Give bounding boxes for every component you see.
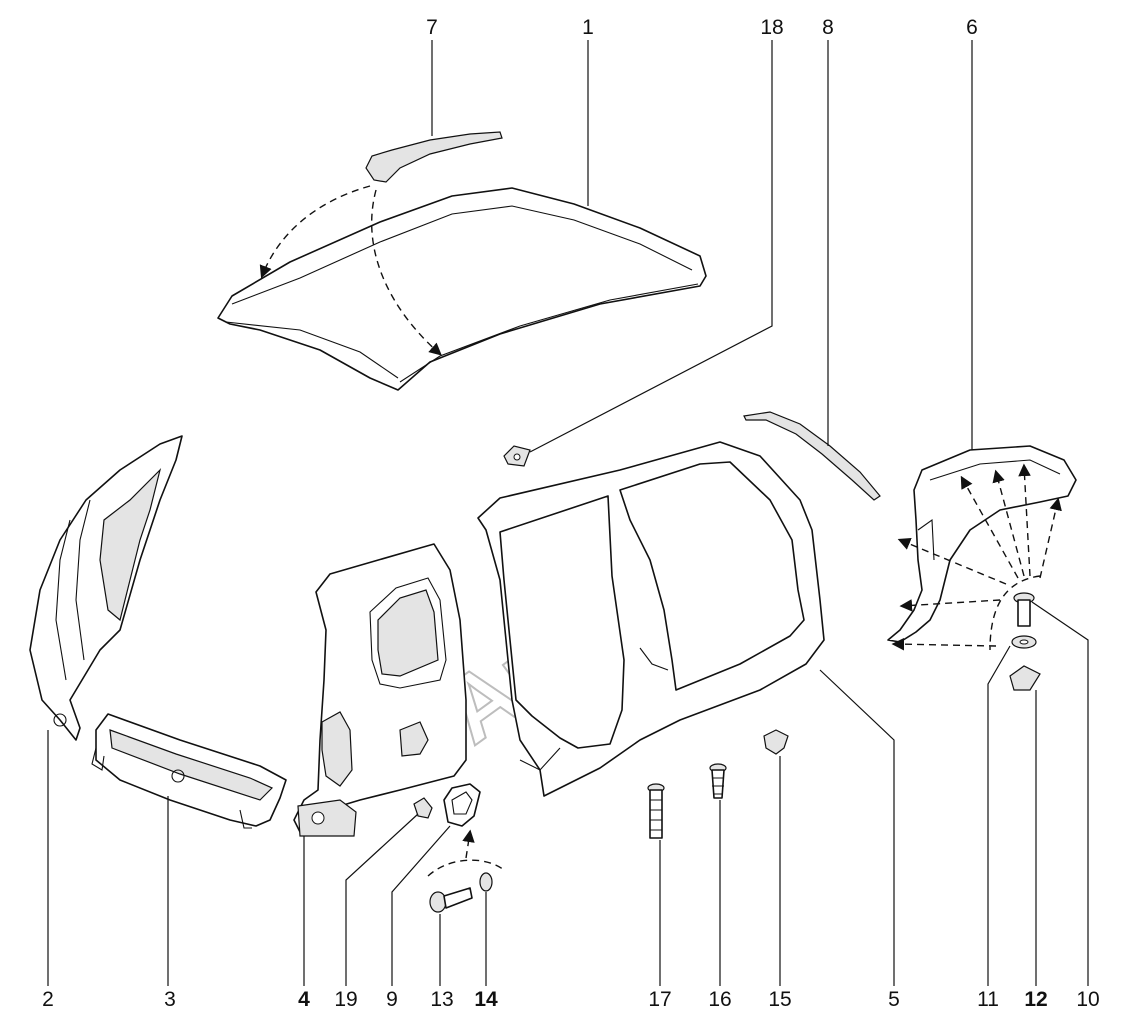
dashed-arc-13-14 xyxy=(427,859,505,877)
push-pin-16 xyxy=(709,763,727,799)
callout-9: 9 xyxy=(386,988,398,1011)
callout-12: 12 xyxy=(1024,988,1047,1011)
callout-11: 11 xyxy=(977,988,999,1011)
roof-trim-7 xyxy=(365,131,503,183)
callout-2: 2 xyxy=(42,988,54,1011)
callout-7: 7 xyxy=(426,16,438,39)
wheel-arch-6 xyxy=(887,445,1077,643)
callout-16: 16 xyxy=(708,988,731,1011)
callout-5: 5 xyxy=(888,988,900,1011)
front-pillar-2 xyxy=(29,435,183,741)
leader-lines xyxy=(47,40,1089,986)
callout-17: 17 xyxy=(648,988,671,1011)
body-side-frame-5 xyxy=(477,441,825,797)
callout-1: 1 xyxy=(582,16,594,39)
bolt-10 xyxy=(1013,592,1035,627)
callout-15: 15 xyxy=(768,988,791,1011)
plug-15 xyxy=(763,729,789,755)
callout-14: 14 xyxy=(474,988,498,1011)
callout-8: 8 xyxy=(822,16,834,39)
washer-11 xyxy=(1011,635,1037,649)
dashed-arrows-6 xyxy=(891,463,1062,651)
callout-18: 18 xyxy=(760,16,783,39)
callout-19: 19 xyxy=(334,988,357,1011)
callout-4: 4 xyxy=(298,988,310,1011)
clip-nut-12 xyxy=(1009,665,1041,691)
dashed-arrow-right xyxy=(371,189,442,356)
callout-6: 6 xyxy=(966,16,978,39)
washer-14 xyxy=(479,872,493,892)
screw-13 xyxy=(429,887,473,913)
fuel-flap-9 xyxy=(443,783,481,827)
callout-10: 10 xyxy=(1076,988,1099,1011)
drip-rail-8 xyxy=(743,411,881,501)
push-pin-17 xyxy=(647,783,665,839)
dashed-arrow-to-flap xyxy=(462,829,475,859)
cowl-crossmember-3 xyxy=(91,713,287,829)
callout-13: 13 xyxy=(430,988,453,1011)
bracket-18 xyxy=(503,445,531,467)
roof-panel xyxy=(217,187,707,391)
rear-quarter-panel-4 xyxy=(293,543,467,837)
dashed-arrow-left xyxy=(259,185,371,279)
callout-3: 3 xyxy=(164,988,176,1011)
